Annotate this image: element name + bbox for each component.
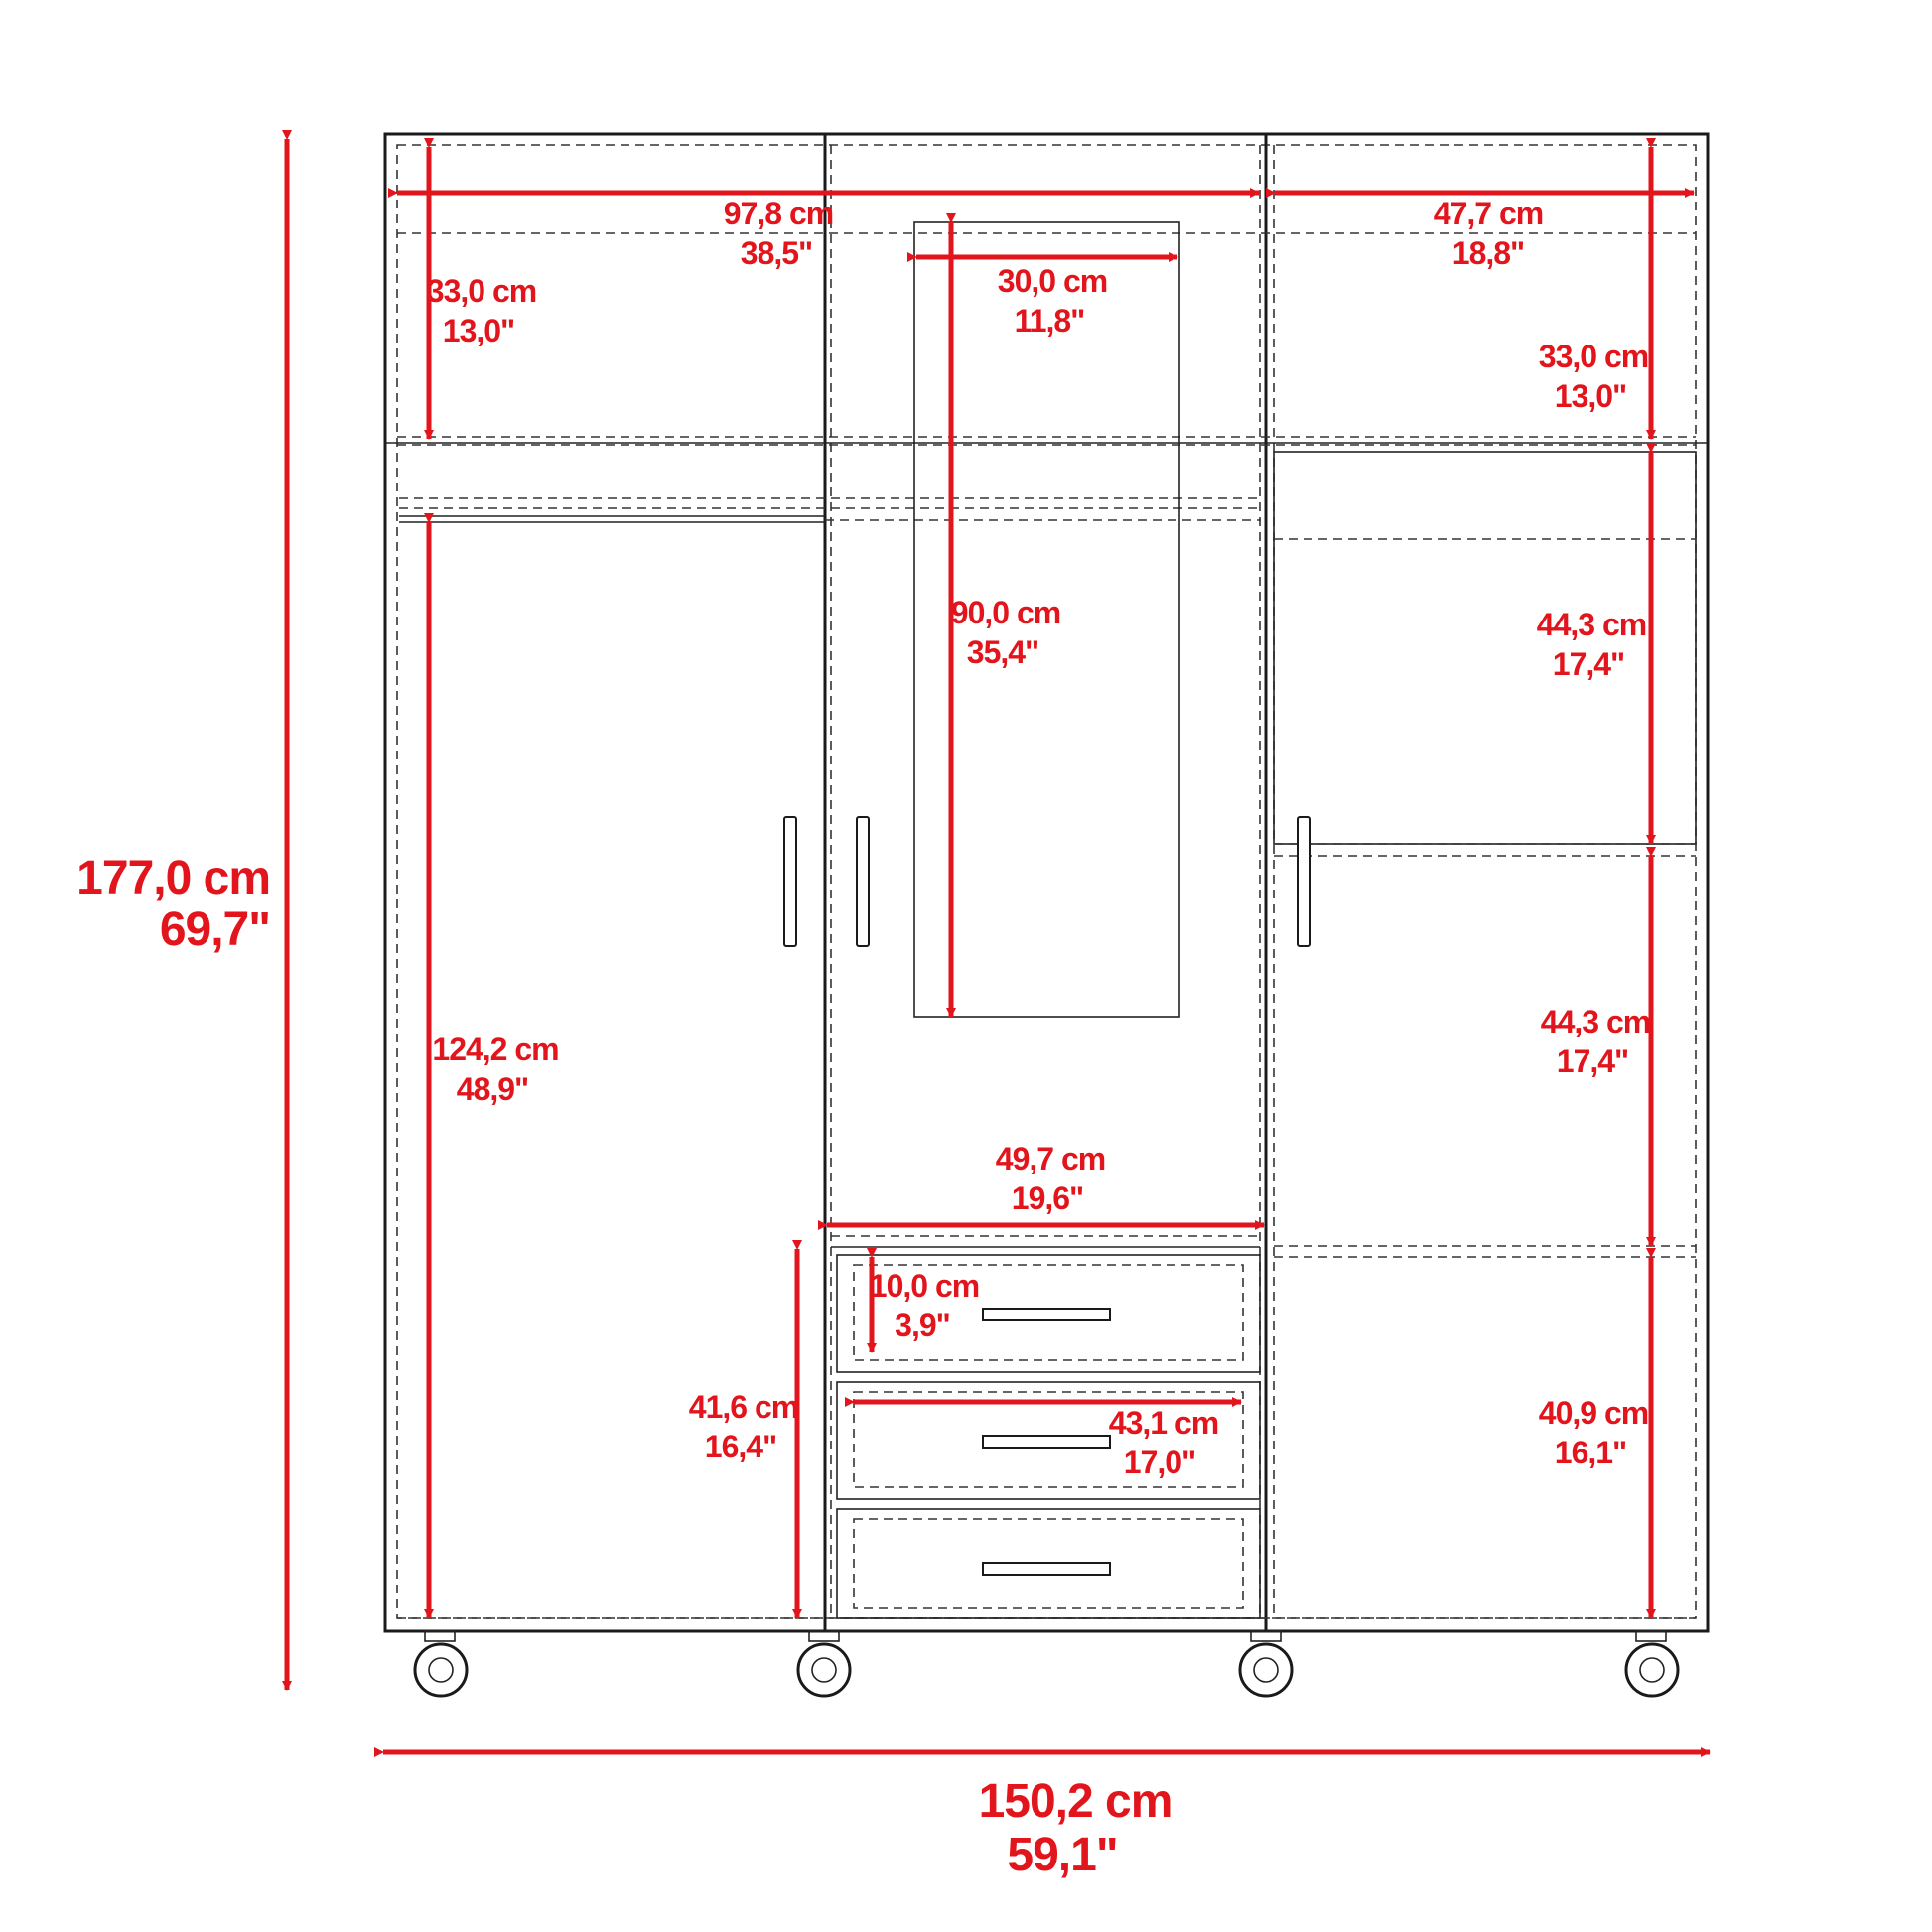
right-top-shelf-cm: 33,0 cm	[1539, 339, 1648, 374]
right-section-width-in: 18,8"	[1452, 235, 1524, 271]
right-section-width-cm: 47,7 cm	[1434, 196, 1543, 231]
mirror-panel	[913, 221, 1180, 1018]
drawer-height-in: 3,9"	[895, 1308, 950, 1343]
mirror-width-cm: 30,0 cm	[998, 263, 1107, 299]
left-top-shelf-in: 13,0"	[443, 313, 514, 348]
right-shelf-2-in: 17,4"	[1557, 1043, 1628, 1079]
right-shelf-2-cm: 44,3 cm	[1541, 1004, 1650, 1039]
caster-2	[796, 1630, 852, 1698]
drawer-width-in: 17,0"	[1124, 1445, 1195, 1480]
mirror-height-in: 35,4"	[967, 634, 1038, 670]
left-section-width-in: 38,5"	[741, 235, 812, 271]
caster-3	[1238, 1630, 1294, 1698]
mirror-width-in: 11,8"	[1015, 303, 1085, 339]
drawer-1	[836, 1254, 1261, 1373]
casters	[413, 1630, 1680, 1698]
drawer-stack	[836, 1254, 1261, 1619]
hanging-space-cm: 124,2 cm	[432, 1032, 558, 1067]
middle-width-cm: 49,7 cm	[996, 1141, 1105, 1176]
middle-width-in: 19,6"	[1012, 1180, 1083, 1216]
right-top-shelf-in: 13,0"	[1555, 378, 1626, 414]
caster-4	[1624, 1630, 1680, 1698]
drawer-3-handle	[982, 1562, 1111, 1576]
caster-1	[413, 1630, 469, 1698]
dimension-arrows	[282, 130, 1711, 1757]
drawer-1-handle	[982, 1308, 1111, 1321]
drawer-stack-in: 16,4"	[705, 1429, 776, 1464]
door-handles	[783, 816, 1311, 947]
overall-width-in: 59,1"	[1007, 1829, 1117, 1881]
drawer-3	[836, 1508, 1261, 1619]
handle-left-door	[783, 816, 797, 947]
mirror-height-cm: 90,0 cm	[951, 595, 1060, 630]
overall-height-cm: 177,0 cm	[76, 852, 270, 904]
right-shelf-1-in: 17,4"	[1553, 646, 1624, 682]
handle-right-door	[1297, 816, 1311, 947]
right-shelf-1-cm: 44,3 cm	[1537, 607, 1646, 642]
drawer-width-cm: 43,1 cm	[1109, 1405, 1218, 1441]
drawer-height-cm: 10,0 cm	[870, 1268, 979, 1304]
overall-width-cm: 150,2 cm	[979, 1775, 1173, 1828]
overall-height-in: 69,7"	[160, 903, 270, 956]
left-section-width-cm: 97,8 cm	[724, 196, 833, 231]
drawer-stack-cm: 41,6 cm	[689, 1389, 798, 1425]
dimension-labels: 177,0 cm 69,7" 150,2 cm 59,1" 97,8 cm 38…	[76, 196, 1651, 1881]
drawer-2	[836, 1381, 1261, 1500]
right-bottom-cm: 40,9 cm	[1539, 1395, 1648, 1431]
right-bottom-in: 16,1"	[1555, 1435, 1626, 1470]
handle-middle-door	[856, 816, 870, 947]
hanging-space-in: 48,9"	[457, 1071, 528, 1107]
left-top-shelf-cm: 33,0 cm	[427, 273, 536, 309]
drawer-2-handle	[982, 1435, 1111, 1449]
wardrobe-body	[383, 132, 1710, 1633]
